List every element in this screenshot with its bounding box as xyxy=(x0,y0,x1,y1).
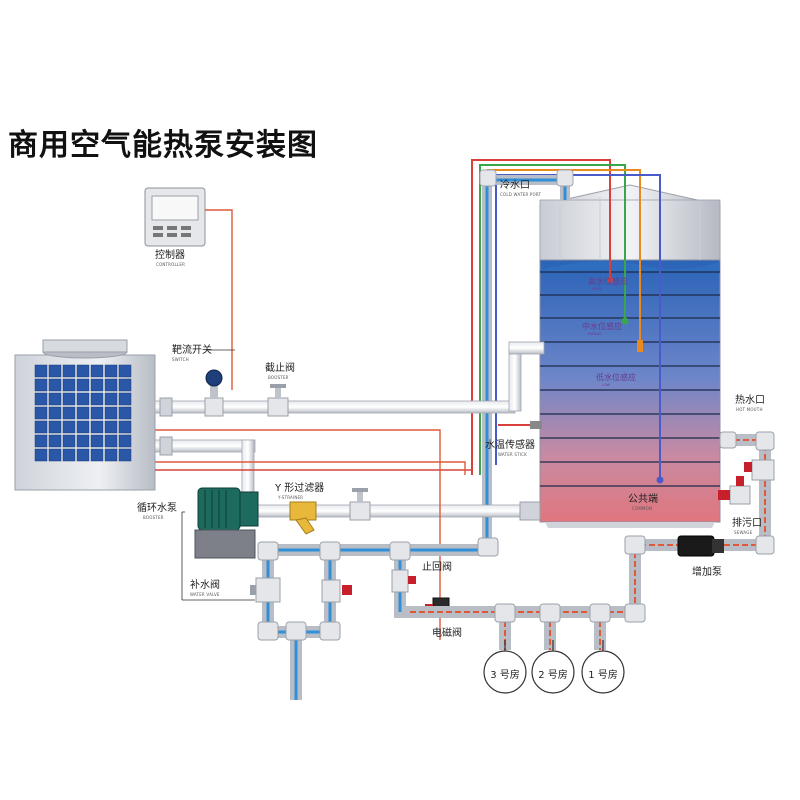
common-sub: COMMON xyxy=(632,506,653,511)
makeup-valve xyxy=(250,577,281,603)
solenoid-valve-label: 电磁阀 xyxy=(432,628,462,639)
flow-switch xyxy=(204,369,224,417)
boost-pump-label: 增加泵 xyxy=(692,567,722,578)
cold-elbow xyxy=(479,169,497,187)
controller-sub: CONTROLLER xyxy=(156,262,186,267)
stop-valve xyxy=(267,384,289,417)
tank-outlet-fitting xyxy=(519,501,541,521)
water-tank xyxy=(539,184,721,528)
level-middle-sub: MIDDLE xyxy=(588,332,602,336)
controller-label: 控制器 xyxy=(155,250,185,261)
return-pipe xyxy=(154,436,536,518)
room-1-label: 1 号房 xyxy=(588,670,618,681)
cold-water-pipe xyxy=(482,175,570,540)
common-probe xyxy=(656,476,664,484)
flow-switch-label: 靶流开关 xyxy=(172,345,212,356)
temp-sensor-label: 水温传感器 xyxy=(485,440,535,451)
hot-distribution-pipe xyxy=(410,434,771,650)
y-strainer-sub: Y-STRAINER xyxy=(278,495,304,500)
high-level-probe xyxy=(607,277,613,283)
hot-port-label: 热水口 xyxy=(735,395,765,406)
level-low-sub: LOW xyxy=(602,383,611,387)
low-level-probe xyxy=(637,340,643,352)
makeup-valve-label: 补水阀 xyxy=(190,580,220,591)
hot-port-sub: HOT MOUTH xyxy=(736,407,763,412)
page-title: 商用空气能热泵安装图 xyxy=(8,128,318,163)
heat-pump-unit xyxy=(14,339,156,491)
common-label: 公共端 xyxy=(628,494,658,505)
room-3-label: 3 号房 xyxy=(490,670,520,681)
makeup-valve-2 xyxy=(321,579,352,603)
check-valve xyxy=(391,569,416,593)
temp-sensor xyxy=(530,421,542,429)
level-middle-label: 中水位感应 xyxy=(582,322,622,331)
drain-port-label: 排污口 xyxy=(732,518,762,529)
cold-port-label: 冷水口 xyxy=(500,180,530,191)
room-circles xyxy=(483,650,625,694)
boost-pump xyxy=(677,535,724,557)
y-strainer xyxy=(289,501,317,535)
stop-valve-label: 截止阀 xyxy=(265,363,295,374)
level-high-sub: HIGH xyxy=(592,287,602,291)
circ-pump-sub: BOOSTER xyxy=(143,515,164,520)
level-high-label: 高水位感应 xyxy=(588,277,628,286)
flow-switch-sub: SWITCH xyxy=(172,357,189,362)
circ-pump-label: 循环水泵 xyxy=(137,503,177,514)
controller-device xyxy=(144,187,206,247)
drain-valve xyxy=(718,459,775,505)
cold-elbow-2 xyxy=(556,169,574,187)
makeup-water-pipe xyxy=(262,540,510,700)
level-low-label: 低水位感应 xyxy=(596,373,636,382)
stop-valve-sub: BOOSTER xyxy=(268,375,289,380)
controller-wire xyxy=(205,209,233,390)
check-valve-label: 止回阀 xyxy=(422,562,452,573)
stop-valve-lower xyxy=(349,488,371,521)
room-2-label: 2 号房 xyxy=(538,670,568,681)
hot-supply-pipe xyxy=(154,341,545,417)
middle-level-probe xyxy=(621,317,629,325)
drain-port-sub: SEWAGE xyxy=(734,530,753,535)
makeup-valve-sub: WATER VALVE xyxy=(190,592,220,597)
temp-sensor-sub: WATER STICK xyxy=(498,452,527,457)
y-strainer-label: Y 形过滤器 xyxy=(275,483,325,494)
control-wires xyxy=(155,429,472,640)
circulation-pump xyxy=(194,487,259,559)
cold-port-sub: COLD WATER PORT xyxy=(500,192,542,197)
